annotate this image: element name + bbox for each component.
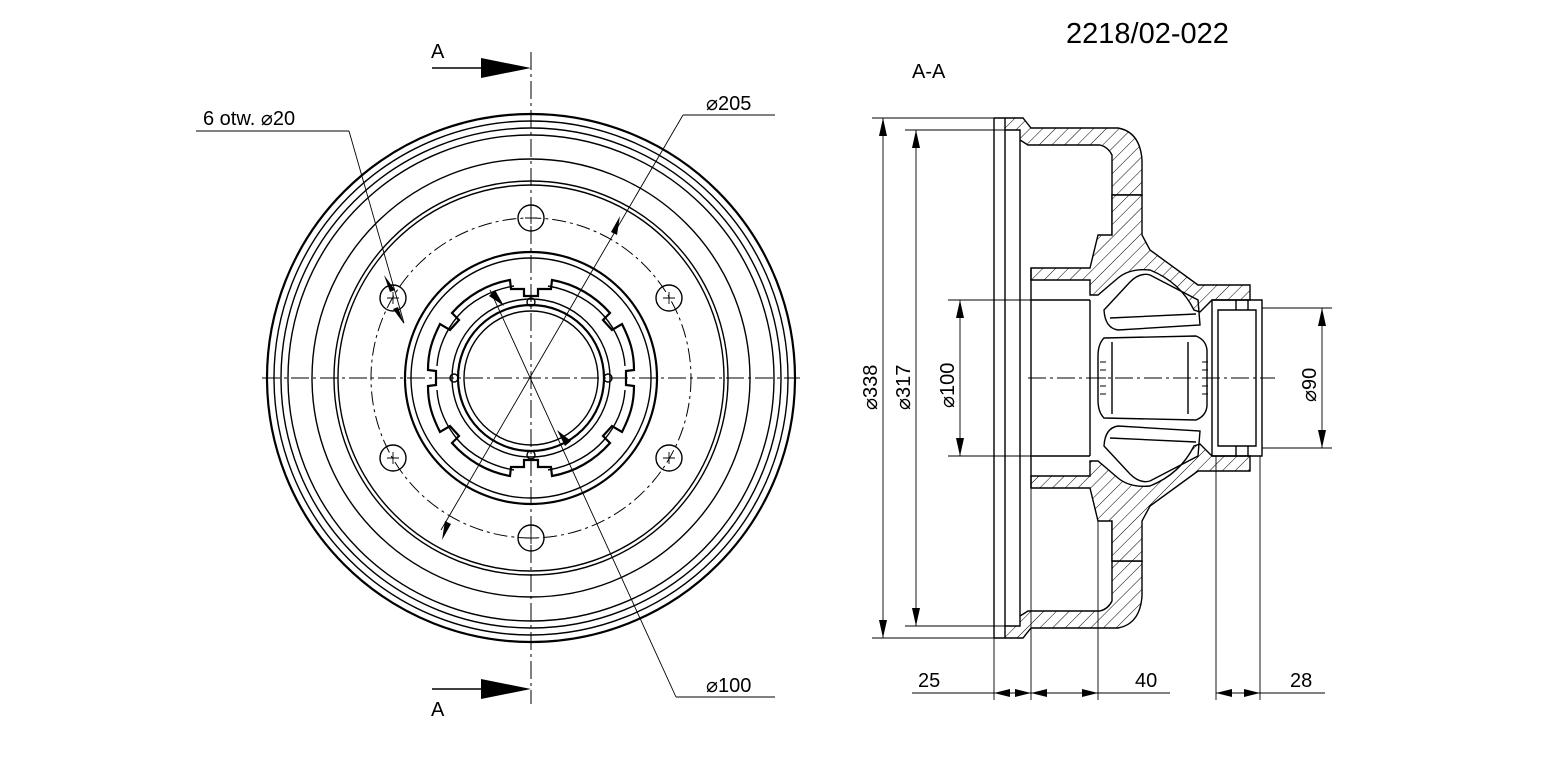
arrow-center-bore-a: [489, 290, 504, 306]
drum-ring-2: [273, 120, 789, 636]
arrow-bolt-circle-b: [442, 521, 451, 540]
section-arrow-bottom: [481, 679, 531, 699]
bore-inner: [463, 310, 599, 446]
bore-ring-1: [451, 298, 611, 458]
scalloped-flange: [426, 278, 636, 478]
arrow-center-bore-b: [557, 430, 571, 446]
bolt-hole: [655, 444, 683, 472]
front-view: ⌀205 ⌀100 6 otw. ⌀20 A A: [196, 41, 800, 721]
leader-holes: [348, 130, 405, 324]
bolt-hole: [517, 524, 545, 552]
bearing-cone-upper: [1103, 273, 1201, 331]
hub-cap: [1211, 299, 1263, 457]
drum-ring-7: [337, 184, 725, 572]
drum-outer-ring: [265, 112, 797, 644]
arrow-holes-a: [384, 275, 395, 292]
drum-shell-upper: [994, 117, 1143, 196]
pin-hole-bottom: [526, 450, 536, 460]
label-center-bore: ⌀100: [706, 675, 751, 697]
pin-hole-right: [603, 373, 613, 383]
arrow-bolt-circle-a: [611, 216, 620, 235]
section-arrow-top: [481, 58, 531, 78]
label-dia-bore: ⌀100: [937, 363, 959, 408]
arrow-holes-b: [393, 307, 404, 324]
bolt-hole: [517, 204, 545, 232]
drum-ring-4: [287, 134, 775, 622]
label-dia-outer: ⌀338: [860, 365, 882, 410]
leader-bolt-circle: [440, 114, 684, 531]
label-bolt-circle: ⌀205: [706, 93, 751, 115]
hub-ring: [410, 257, 652, 499]
drum-ring-3: [280, 127, 782, 629]
section-title: A-A: [912, 61, 946, 83]
bolt-hole: [379, 444, 407, 472]
part-number: 2218/02-022: [1066, 18, 1229, 50]
section-marker-top: A: [431, 41, 445, 63]
label-holes: 6 otw. ⌀20: [203, 108, 295, 130]
label-dia-drum: ⌀317: [893, 365, 915, 410]
drum-ring-5: [311, 158, 751, 598]
hub-cap-inner: [1217, 309, 1257, 447]
bearing-cone-lower: [1103, 425, 1201, 483]
hub-cap-ticks: [1235, 300, 1249, 456]
label-dim-flange: 25: [918, 670, 940, 692]
section-view: A-A: [860, 61, 1332, 700]
scalloped-flange-inner: [436, 285, 626, 471]
drum-shell-lower: [994, 560, 1143, 639]
label-dim-hub-length: 28: [1290, 670, 1312, 692]
bearing-cone-inner-lines: [1109, 313, 1197, 443]
hub-outer: [403, 250, 659, 506]
bore-spacer-lines: [1111, 342, 1189, 414]
dim-28-arrows: [1216, 689, 1260, 697]
label-dim-hub-depth: 40: [1135, 670, 1157, 692]
pin-hole-left: [449, 373, 459, 383]
bolt-hole: [655, 284, 683, 312]
pin-hole-top: [526, 297, 536, 307]
label-dia-hub: ⌀90: [1299, 368, 1321, 402]
dim-100-arrows: [956, 300, 964, 456]
section-marker-bottom: A: [431, 699, 445, 721]
leader-center-bore: [489, 289, 677, 698]
hub-web-upper: [1030, 194, 1251, 313]
hub-web-lower: [1030, 443, 1251, 562]
dim-25-40-arrows: [994, 689, 1098, 697]
drum-ring-6: [333, 180, 729, 576]
bore-ticks: [1100, 361, 1208, 395]
bore-spacer: [1097, 335, 1208, 421]
bolt-holes: [379, 204, 683, 552]
